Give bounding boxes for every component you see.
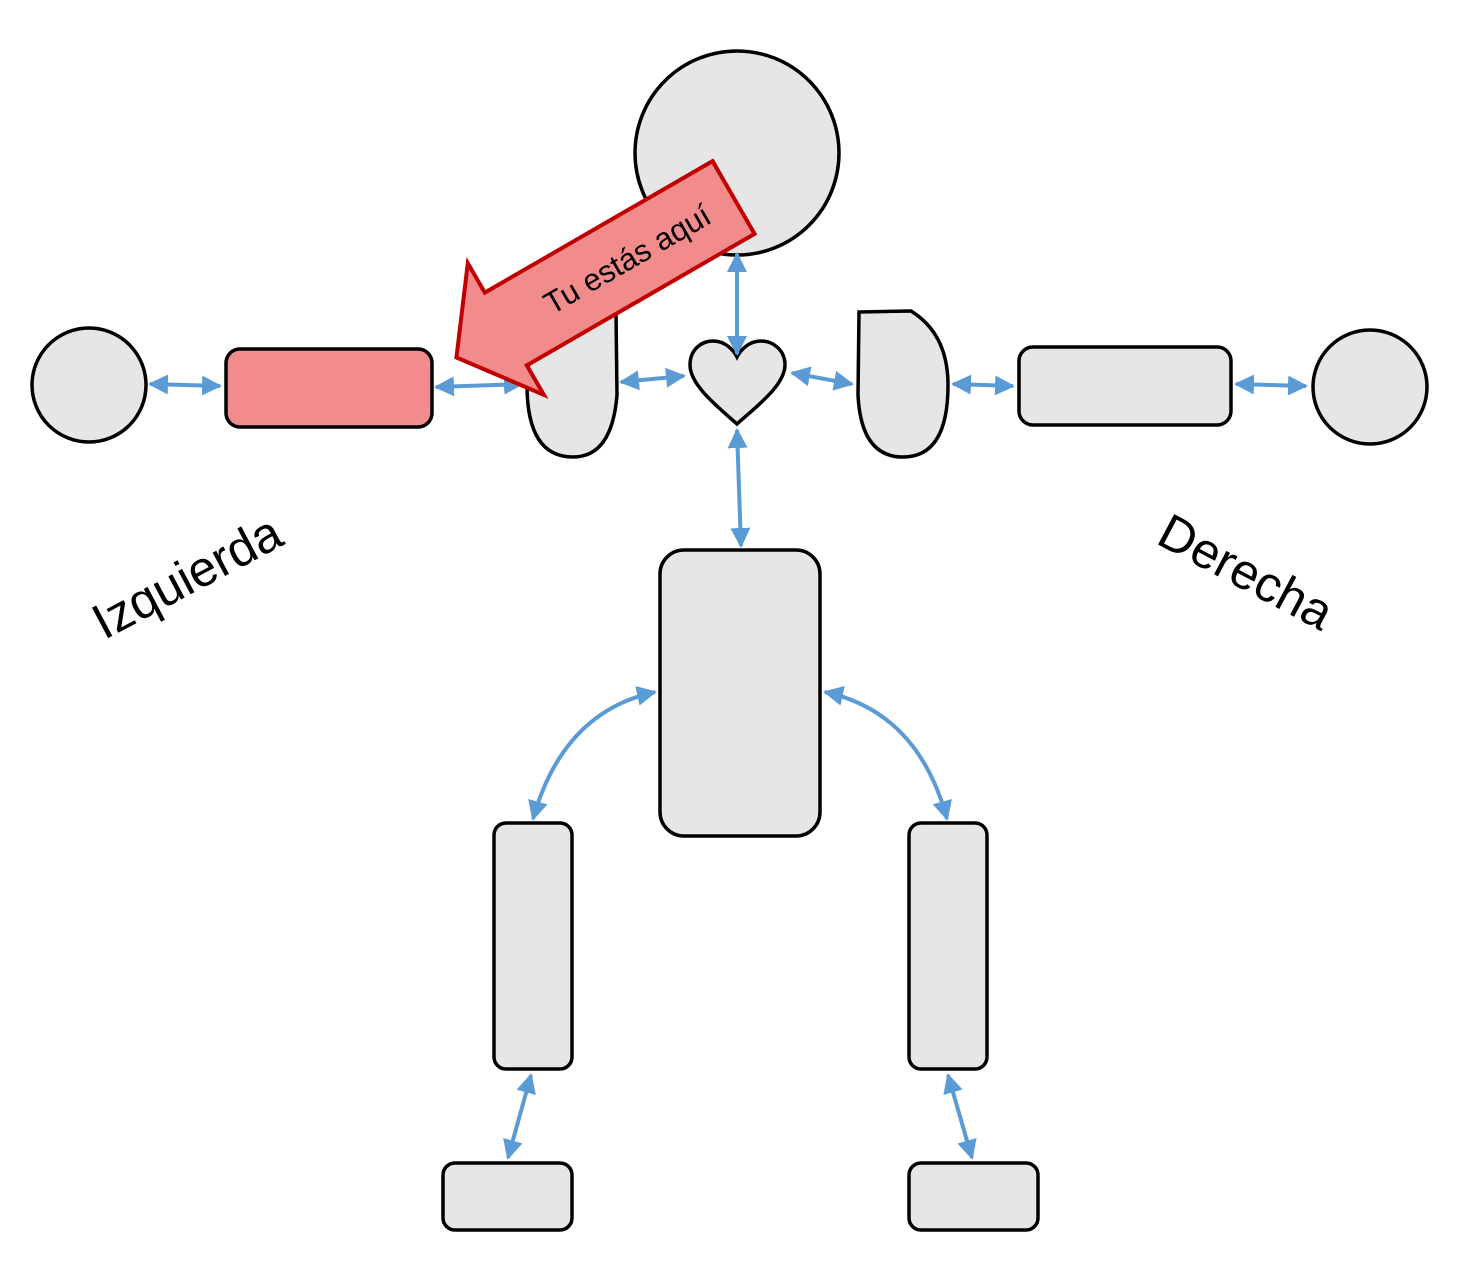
right-hand[interactable]	[1311, 328, 1429, 446]
connector-left-hand-arm	[148, 374, 222, 396]
right-upper-arm[interactable]	[1017, 345, 1233, 427]
connector-right-shoulder-arm	[951, 374, 1015, 396]
left-hand[interactable]	[30, 326, 148, 444]
right-side-label: Derecha	[1149, 503, 1342, 641]
connector-heart-right-shoulder	[790, 366, 854, 391]
right-foot[interactable]	[907, 1161, 1040, 1232]
connector-left-leg-foot	[503, 1073, 536, 1160]
right-shoulder[interactable]	[856, 309, 950, 459]
left-foot[interactable]	[441, 1161, 574, 1232]
connector-torso-right-leg	[823, 686, 952, 821]
connector-right-leg-foot	[943, 1073, 977, 1160]
connector-torso-left-leg	[528, 686, 657, 821]
left-upper-arm[interactable]	[224, 347, 434, 429]
right-leg[interactable]	[907, 821, 989, 1071]
connector-heart-torso	[727, 428, 751, 548]
heart-icon[interactable]	[688, 339, 787, 427]
pointer-arrow-icon	[454, 158, 758, 400]
connector-left-shoulder-heart	[619, 367, 686, 391]
left-side-label: Izquierda	[83, 504, 291, 650]
left-leg[interactable]	[492, 821, 574, 1071]
connector-left-arm-shoulder	[434, 374, 524, 397]
torso[interactable]	[658, 548, 822, 838]
connector-right-arm-hand	[1234, 374, 1308, 396]
